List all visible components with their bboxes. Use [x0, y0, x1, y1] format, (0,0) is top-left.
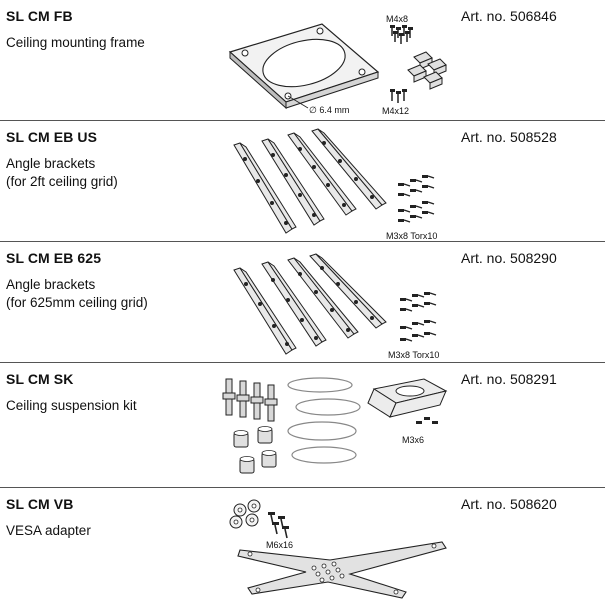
description-line: (for 625mm ceiling grid): [6, 295, 148, 310]
article-label: Art. no.: [461, 371, 507, 387]
article-number: Art. no.508291: [461, 371, 557, 387]
angle-bracket-icon: M3x8 Torx10: [233, 128, 437, 241]
product-code: SL CM FB: [6, 8, 73, 24]
screw-size-label: M6x16: [266, 540, 293, 550]
frame-plate: [228, 23, 380, 110]
article-label: Art. no.: [461, 496, 507, 512]
suspension-kit-illustration: M3x6: [210, 363, 460, 488]
screw-icon: [268, 512, 289, 529]
article-value: 508291: [510, 371, 557, 387]
suspension-kit-icon: M3x6: [222, 377, 448, 474]
product-description: Angle brackets (for 2ft ceiling grid): [6, 155, 118, 191]
product-row-sl-cm-eb-us: SL CM EB US Angle brackets (for 2ft ceil…: [0, 121, 605, 242]
screw-size-label: M3x6: [402, 435, 424, 445]
description-line: Ceiling mounting frame: [6, 35, 145, 50]
description-line: Angle brackets: [6, 277, 96, 292]
product-row-sl-cm-eb-625: SL CM EB 625 Angle brackets (for 625mm c…: [0, 242, 605, 363]
angle-brackets-illustration: M3x8 Torx10: [210, 121, 460, 242]
product-description: Angle brackets (for 625mm ceiling grid): [6, 276, 148, 312]
product-row-sl-cm-fb: SL CM FB Ceiling mounting frame Art. no.…: [0, 0, 605, 121]
product-code: SL CM EB 625: [6, 250, 102, 266]
product-description: Ceiling mounting frame: [6, 34, 145, 52]
screw-size-label: M4x8: [386, 14, 408, 24]
description-line: Ceiling suspension kit: [6, 398, 137, 413]
product-code: SL CM EB US: [6, 129, 98, 145]
screw-size-label: M4x12: [382, 106, 409, 116]
product-description: VESA adapter: [6, 522, 91, 540]
product-code: SL CM SK: [6, 371, 74, 387]
diameter-label: ∅ 6.4 mm: [309, 105, 349, 115]
description-line: (for 2ft ceiling grid): [6, 174, 118, 189]
article-number: Art. no.508290: [461, 250, 557, 266]
vesa-plate-icon: M6x16: [229, 499, 447, 599]
screw-icon: [416, 417, 438, 424]
description-line: VESA adapter: [6, 523, 91, 538]
article-label: Art. no.: [461, 250, 507, 266]
article-value: 508528: [510, 129, 557, 145]
article-number: Art. no.506846: [461, 8, 557, 24]
angle-bracket-icon: M3x8 Torx10: [233, 253, 439, 360]
screw-icon: [400, 292, 430, 341]
article-label: Art. no.: [461, 129, 507, 145]
product-row-sl-cm-sk: SL CM SK Ceiling suspension kit Art. no.…: [0, 363, 605, 488]
screw-icon: [398, 175, 428, 222]
article-value: 508620: [510, 496, 557, 512]
screw-size-label: M3x8 Torx10: [386, 231, 437, 241]
article-number: Art. no.508620: [461, 496, 557, 512]
screw-size-label: M3x8 Torx10: [388, 350, 439, 360]
ceiling-frame-illustration: ∅ 6.4 mm M4x8: [210, 0, 460, 121]
clip-icon: [407, 51, 447, 90]
product-row-sl-cm-vb: SL CM VB VESA adapter Art. no.508620: [0, 488, 605, 600]
article-number: Art. no.508528: [461, 129, 557, 145]
angle-brackets-illustration: M3x8 Torx10: [210, 242, 460, 363]
description-line: Angle brackets: [6, 156, 96, 171]
article-value: 508290: [510, 250, 557, 266]
product-description: Ceiling suspension kit: [6, 397, 137, 415]
ceiling-frame-icon: ∅ 6.4 mm M4x8: [228, 14, 447, 116]
product-code: SL CM VB: [6, 496, 74, 512]
vesa-adapter-illustration: M6x16: [210, 488, 460, 600]
article-label: Art. no.: [461, 8, 507, 24]
article-value: 506846: [510, 8, 557, 24]
